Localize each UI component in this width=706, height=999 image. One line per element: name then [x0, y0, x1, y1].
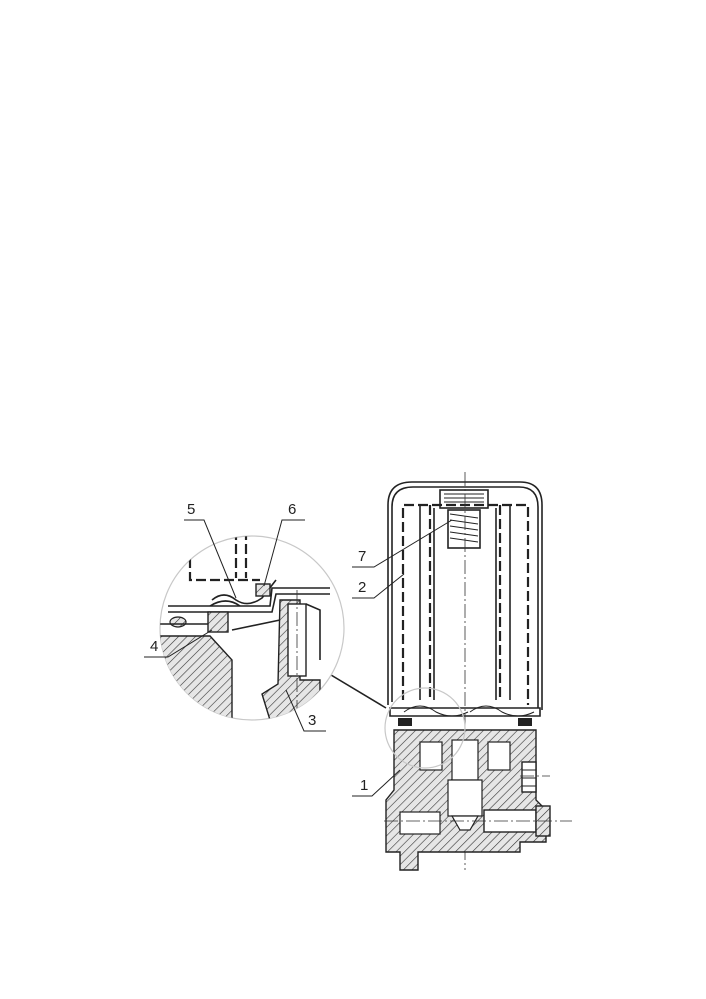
callout-6: 6 [263, 501, 305, 587]
callout-4: 4 [144, 629, 213, 658]
filter-housing-body [384, 729, 572, 871]
callout-4-label: 4 [150, 638, 158, 655]
callout-6-label: 6 [288, 501, 296, 518]
detail-view [159, 535, 345, 721]
callout-7-label: 7 [358, 548, 366, 565]
callout-1: 1 [352, 769, 401, 797]
callout-1-label: 1 [360, 777, 368, 794]
callout-3-label: 3 [308, 712, 316, 729]
callout-7: 7 [352, 519, 453, 568]
callout-2-label: 2 [358, 579, 366, 596]
filter-canister [387, 472, 543, 870]
detail-source-circle [384, 687, 466, 769]
callout-2: 2 [352, 573, 405, 599]
callout-5-label: 5 [187, 501, 195, 518]
callout-5: 5 [184, 501, 237, 599]
callout-3: 3 [285, 689, 326, 732]
